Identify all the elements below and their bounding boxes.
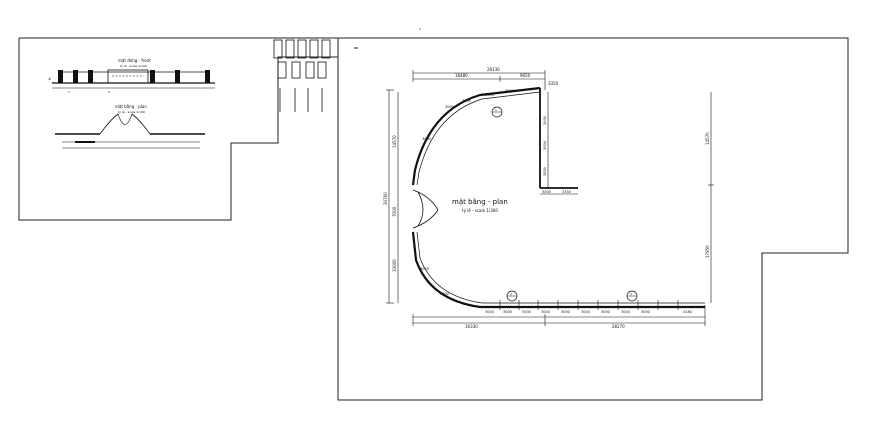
svg-text:3000: 3000 [543, 141, 547, 150]
svg-text:3000: 3000 [440, 292, 449, 296]
plan-title: mặt bằng - plan [452, 197, 508, 206]
main-sheet-border [337, 37, 849, 401]
arc-segments: 3000 3000 3000 3000 3000 3000 3000 [420, 89, 514, 296]
svg-text:3000: 3000 [522, 310, 531, 314]
section-markers: 1 2 3 [491, 106, 638, 302]
elevation-scale: tỷ lệ - scale 1/100 [120, 64, 147, 68]
svg-text:2: 2 [510, 292, 512, 296]
svg-text:3000: 3000 [485, 310, 494, 314]
dim-bottom-left: 16330 [465, 324, 478, 329]
dim-left-lower: 10000 [392, 259, 397, 272]
dim-top-total: 28130 [487, 67, 500, 72]
svg-text:±: ± [48, 76, 51, 81]
svg-text:3000: 3000 [485, 93, 494, 97]
plan-scale: tỷ lệ - scale 1/300 [462, 208, 498, 213]
curved-fence-wall [411, 86, 705, 309]
svg-text:3000: 3000 [543, 116, 547, 125]
svg-text:3000: 3000 [621, 310, 630, 314]
dim-top-right: 9650 [520, 73, 531, 78]
dim-bottom-right: 28270 [612, 324, 625, 329]
svg-text:3000: 3000 [422, 137, 431, 141]
svg-text:4180: 4180 [683, 310, 692, 314]
dot-mark [419, 28, 421, 30]
svg-text:3000: 3000 [503, 310, 512, 314]
dim-left-upper: 14570 [392, 135, 397, 148]
dim-top-small: 3350 [548, 81, 559, 86]
bottom-segments: 3000 3000 3000 3000 3000 3000 3000 3000 … [485, 310, 692, 314]
svg-text:3000: 3000 [543, 167, 547, 176]
svg-text:3000: 3000 [445, 105, 454, 109]
svg-text:2: 2 [108, 90, 110, 94]
svg-text:3350: 3350 [562, 190, 571, 194]
svg-text:3000: 3000 [542, 190, 551, 194]
svg-text:3000: 3000 [505, 89, 514, 93]
small-plan-title: mặt bằng - plan [115, 104, 147, 109]
svg-text:3000: 3000 [601, 310, 610, 314]
detail-thumbnails [273, 39, 331, 112]
main-plan: 28130 18480 9650 3350 30760 14570 7000 1… [383, 67, 714, 329]
elevation-title: mặt đứng - front [118, 58, 151, 63]
front-elevation: mặt đứng - front tỷ lệ - scale 1/100 ± 1… [48, 58, 215, 94]
svg-text:3000: 3000 [581, 310, 590, 314]
left-sheet-border [18, 37, 339, 221]
svg-text:3000: 3000 [641, 310, 650, 314]
bottom-ticks [499, 300, 679, 310]
main-gate [412, 189, 439, 229]
svg-text:3000: 3000 [462, 99, 471, 103]
svg-text:3000: 3000 [420, 267, 429, 271]
dim-left-mid: 7000 [392, 206, 397, 217]
dim-top-left: 18480 [455, 73, 468, 78]
svg-text:1: 1 [495, 108, 497, 112]
svg-text:3000: 3000 [541, 310, 550, 314]
dim-left-total: 30760 [383, 192, 388, 205]
dim-right-upper: 14570 [705, 132, 710, 145]
inner-vertical-dims: 3000 3000 3000 3000 3350 [542, 116, 571, 194]
svg-text:3000: 3000 [561, 310, 570, 314]
svg-text:1: 1 [68, 90, 70, 94]
svg-text:3: 3 [630, 292, 632, 296]
small-plan-scale: tỷ lệ - scale 1/100 [118, 110, 145, 114]
dim-right-lower: 17950 [705, 245, 710, 258]
small-plan: mặt bằng - plan tỷ lệ - scale 1/100 [55, 104, 205, 149]
